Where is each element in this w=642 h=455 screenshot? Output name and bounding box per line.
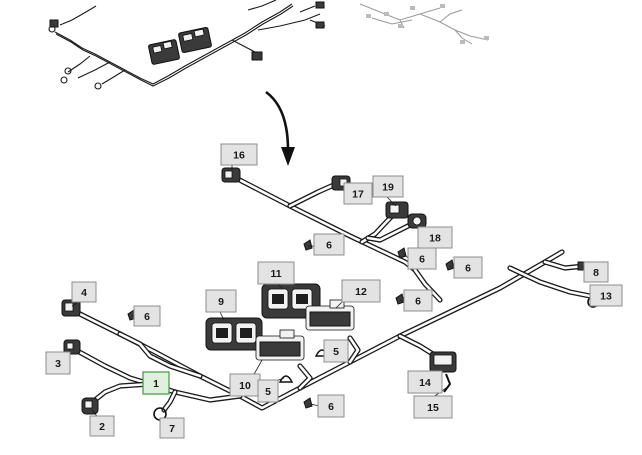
callout-19: 19 (372, 175, 404, 198)
callout-12-label: 12 (355, 286, 367, 298)
connector-19 (385, 201, 409, 219)
zoom-arrow-icon (265, 90, 295, 166)
callout-13-label: 13 (600, 291, 612, 303)
callout-11-label: 11 (270, 268, 281, 280)
harness-trunks (69, 173, 593, 413)
callout-16: 16 (220, 143, 258, 166)
callout-4-label: 4 (81, 287, 87, 299)
overview-harness-thumbnail (48, 0, 326, 90)
callout-6e: 6 (133, 305, 161, 327)
clips-6 (127, 239, 455, 409)
callout-6f: 6 (317, 394, 345, 418)
callout-6d: 6 (403, 289, 433, 312)
callout-6b: 6 (407, 247, 437, 270)
callout-6b-label: 6 (419, 254, 425, 266)
callout-19-label: 19 (382, 182, 394, 194)
callout-5a: 5 (323, 339, 349, 363)
callout-18-label: 18 (429, 233, 441, 245)
grommet-5b (278, 375, 294, 383)
callout-10: 10 (229, 373, 261, 397)
callout-5b: 5 (257, 379, 279, 403)
callout-14-label: 14 (419, 377, 431, 389)
connector-3 (63, 339, 81, 355)
callout-7-label: 7 (169, 423, 175, 435)
callout-11: 11 (257, 261, 295, 285)
callout-6e-label: 6 (144, 311, 150, 323)
callout-3-label: 3 (55, 358, 61, 370)
bracket-15 (443, 373, 452, 393)
callout-9: 9 (205, 289, 237, 313)
callout-6c: 6 (453, 256, 483, 279)
callout-9-label: 9 (218, 296, 224, 308)
callout-12: 12 (341, 279, 381, 303)
connector-11 (261, 283, 321, 319)
callout-16-label: 16 (233, 150, 245, 162)
connector-12 (305, 299, 355, 331)
connector-10 (255, 329, 305, 361)
callout-6d-label: 6 (415, 296, 421, 308)
callout-17-label: 17 (352, 189, 364, 201)
callout-18: 18 (417, 226, 453, 249)
callout-2-label: 2 (99, 421, 105, 433)
connector-14 (429, 351, 457, 373)
callout-5b-label: 5 (265, 386, 271, 398)
callout-6a-label: 6 (326, 240, 332, 252)
callout-15-label: 15 (427, 402, 439, 414)
callout-8: 8 (583, 261, 609, 283)
callout-7: 7 (159, 417, 185, 439)
connector-18 (407, 213, 427, 229)
callout-2: 2 (89, 415, 115, 437)
connector-9 (205, 317, 263, 351)
callout-4: 4 (71, 281, 97, 303)
callout-17: 17 (343, 182, 373, 205)
callout-1: 1 (142, 371, 170, 395)
callout-1-label: 1 (153, 378, 159, 390)
callout-15: 15 (413, 395, 453, 419)
callout-8-label: 8 (593, 267, 599, 279)
callout-10-label: 10 (239, 380, 251, 392)
callout-6c-label: 6 (465, 263, 471, 275)
callout-6a: 6 (313, 233, 345, 256)
callout-3: 3 (45, 351, 71, 375)
connector-2 (81, 397, 99, 415)
connector-16 (221, 167, 241, 183)
detail-harness-thumbnail (359, 3, 489, 45)
callout-14: 14 (407, 370, 443, 394)
callout-5a-label: 5 (333, 346, 339, 358)
callout-6f-label: 6 (328, 401, 334, 413)
callout-13: 13 (589, 284, 623, 307)
